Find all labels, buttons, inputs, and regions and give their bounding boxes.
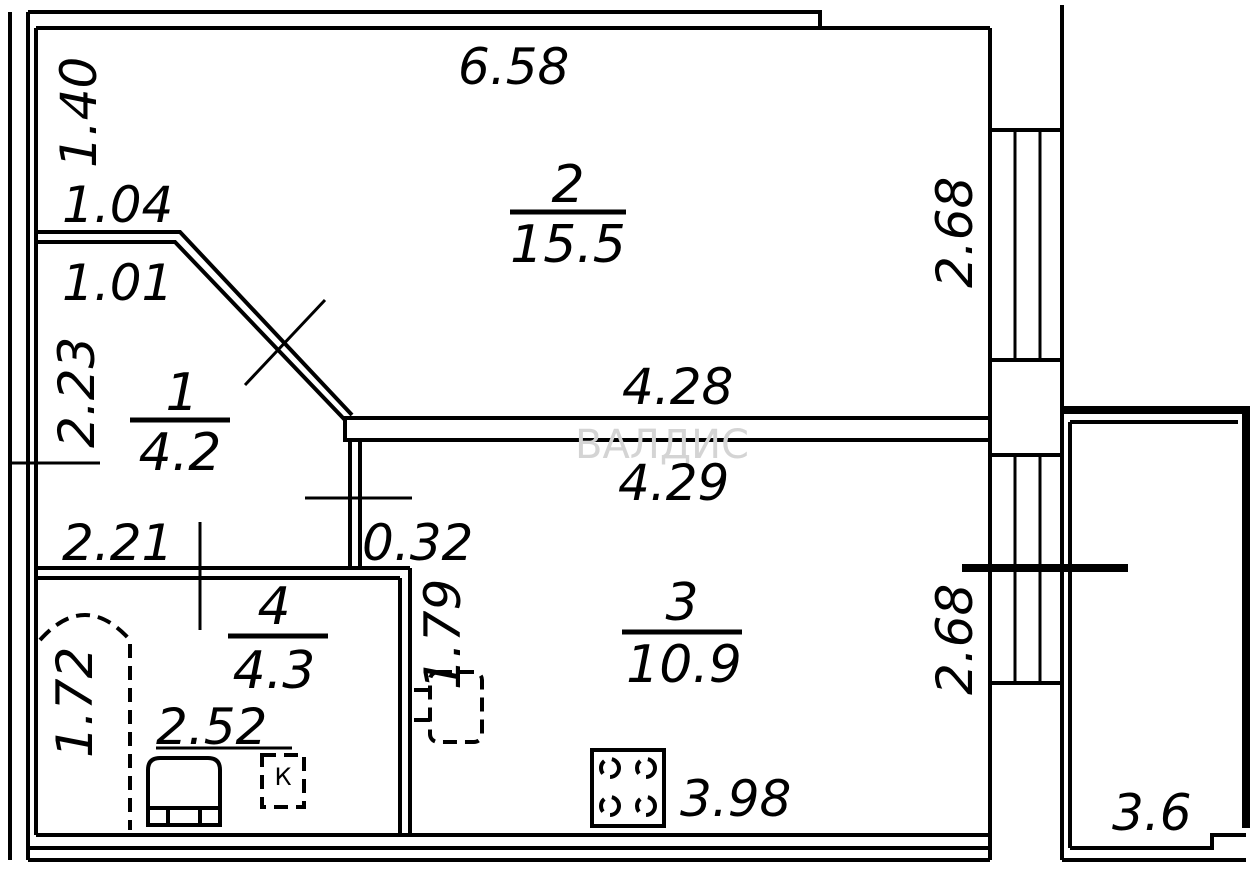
room-area: 10.9 <box>626 635 742 695</box>
dim-room3-top: 4.29 <box>618 454 729 512</box>
room-number: 1 <box>165 363 198 423</box>
dim-room4-left: 1.72 <box>46 647 104 758</box>
dim-room2-bottom: 4.28 <box>622 358 733 416</box>
dim-room2-right: 2.68 <box>926 177 984 288</box>
room-number: 4 <box>257 577 290 637</box>
walls <box>8 5 1250 862</box>
dim-room1-top-outer: 1.04 <box>62 176 173 234</box>
watermark: ВАЛДИС <box>575 422 749 468</box>
boiler-icon: К <box>260 753 306 809</box>
dim-room3-bottom: 3.98 <box>680 770 791 828</box>
dim-room1-left: 2.23 <box>48 337 106 448</box>
dim-balcony: 3.6 <box>1112 784 1192 842</box>
dim-left-top: 1.40 <box>50 57 108 168</box>
dim-room4-bottom: 2.52 <box>156 698 267 756</box>
dim-room3-right: 2.68 <box>926 584 984 695</box>
room-2-label: 2 15.5 <box>510 155 626 275</box>
dim-room3-left: 1.79 <box>414 579 472 690</box>
room-number: 2 <box>551 155 584 215</box>
k-label: К <box>274 763 291 791</box>
dim-room1-top-inner: 1.01 <box>62 254 173 312</box>
dim-room2-top: 6.58 <box>458 38 569 96</box>
partition-wall <box>343 416 992 442</box>
room-area: 15.5 <box>510 215 626 275</box>
sink-icon <box>414 670 484 744</box>
room-area: 4.2 <box>139 423 222 483</box>
window-room2 <box>988 128 1064 362</box>
toilet-icon <box>146 756 222 827</box>
door-marks <box>8 298 412 630</box>
stove-icon <box>590 748 666 828</box>
room-number: 3 <box>665 573 698 633</box>
dim-partition: 0.32 <box>362 514 473 572</box>
room-3-label: 3 10.9 <box>622 573 742 695</box>
dim-room1-bottom: 2.21 <box>62 514 173 572</box>
room-4-label: 4 4.3 <box>228 577 328 701</box>
bathtub-icon <box>38 613 132 830</box>
dimension-labels: 6.58 1.40 1.04 1.01 2.68 4.28 2.23 4.29 … <box>46 38 1192 842</box>
room-area: 4.3 <box>233 641 316 701</box>
room-1-label: 1 4.2 <box>130 363 230 483</box>
